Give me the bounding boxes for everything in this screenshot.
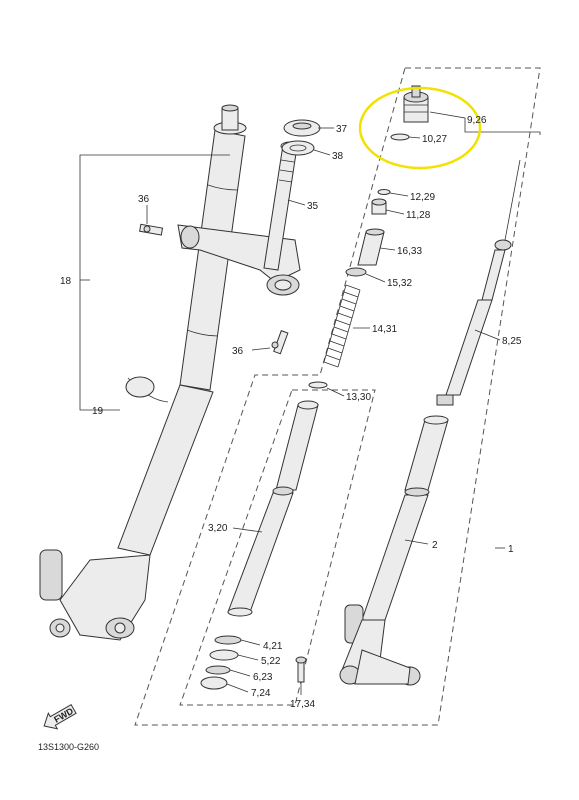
bolt-36-upper (139, 223, 164, 236)
diagram-code: 13S1300-G260 (38, 742, 99, 752)
part-7-dust-seal (200, 676, 228, 690)
part-14-spring (323, 284, 361, 368)
callout-7-24: 7,24 (251, 688, 271, 699)
callout-15-32: 15,32 (387, 278, 412, 289)
callout-38: 38 (332, 151, 344, 162)
callout-10-27: 10,27 (422, 134, 447, 145)
callout-13-30: 13,30 (346, 392, 371, 403)
part-12-ring (377, 189, 391, 195)
callout-18: 18 (60, 276, 72, 287)
assembly-boundary-inner (179, 389, 376, 706)
callout-8-25: 8,25 (502, 336, 522, 347)
left-fork-assembly (39, 104, 247, 641)
callout-12-29: 12,29 (410, 192, 435, 203)
part-6-ring (205, 665, 231, 675)
callout-5-22: 5,22 (261, 656, 281, 667)
callout-9-26: 9,26 (467, 115, 487, 126)
callout-17-34: 17,34 (290, 699, 315, 710)
assembly-boundary-outer (134, 67, 541, 726)
part-15-washer (345, 267, 367, 277)
part-16-collar (357, 231, 385, 266)
callout-11-28: 11,28 (406, 210, 431, 221)
part-2-outer-tube (339, 415, 449, 686)
callout-3-20: 3,20 (208, 523, 228, 534)
part-3-inner-tube (227, 400, 319, 617)
callout-16-33: 16,33 (397, 246, 422, 257)
fwd-arrow-icon: FWD (43, 703, 77, 730)
part-38-washer (281, 140, 315, 156)
callout-1: 1 (508, 544, 514, 555)
part-4-seal (214, 635, 242, 645)
part-8-damper-rod (436, 159, 521, 406)
callout-14-31: 14,31 (372, 324, 397, 335)
part-13-ring (308, 381, 328, 389)
callout-2: 2 (432, 540, 438, 551)
callout-4-21: 4,21 (263, 641, 283, 652)
leader-lines (79, 111, 541, 695)
part-17-bolt (295, 656, 307, 683)
callout-19: 19 (92, 406, 104, 417)
highlight-circle (358, 86, 482, 170)
part-9-cap-bolt (403, 85, 429, 123)
callout-36-lower: 36 (232, 346, 244, 357)
bolt-36-lower (271, 330, 289, 355)
callout-6-23: 6,23 (253, 672, 273, 683)
callout-35: 35 (307, 201, 319, 212)
part-10-oring (390, 133, 410, 141)
part-5-seal (209, 649, 239, 661)
callout-36-upper: 36 (138, 194, 150, 205)
callout-37: 37 (336, 124, 348, 135)
